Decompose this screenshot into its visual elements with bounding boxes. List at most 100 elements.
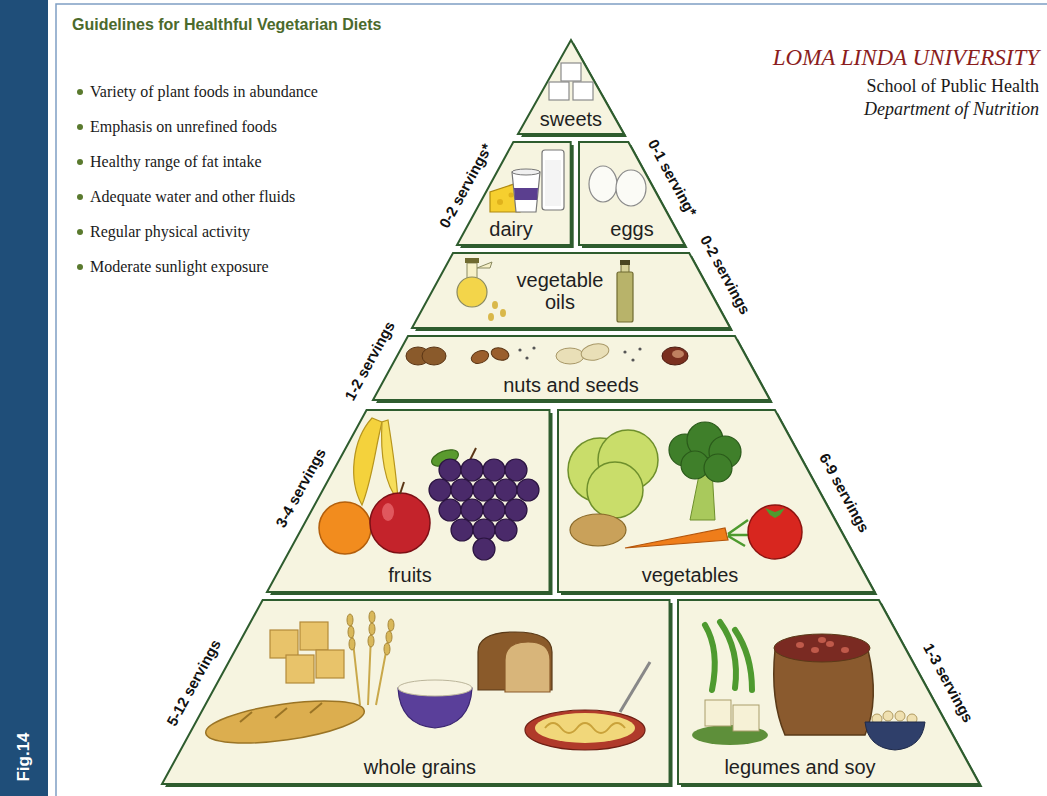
- milk-glass-part: [545, 160, 561, 206]
- text-anchor: Guidelines for Healthful Vegetarian Diet…: [72, 16, 381, 34]
- milk-glass: [542, 150, 564, 210]
- frame-part: [56, 4, 1047, 796]
- yogurt-cup-part: [512, 169, 540, 175]
- food-group-name: vegetables: [642, 564, 739, 586]
- green-beans-part: [705, 625, 715, 690]
- cell-outline: [412, 253, 730, 328]
- oil-bottle: [617, 260, 633, 322]
- chickpea-bowl-part-part: [883, 711, 893, 721]
- grapes-part: [505, 459, 527, 481]
- broccoli: [669, 422, 741, 520]
- broccoli-part-part: [704, 454, 732, 482]
- cell-outline: [267, 410, 550, 592]
- grapes-part: [451, 519, 473, 541]
- tofu-part: [705, 700, 731, 726]
- guideline-item: Adequate water and other fluids: [90, 187, 295, 206]
- bullet-dots: [77, 89, 83, 270]
- grapes-part: [473, 479, 495, 501]
- text-anchor: LOMA LINDA UNIVERSITY: [773, 44, 1039, 72]
- bean-sack-part-part: [841, 647, 849, 653]
- grapes-part: [439, 499, 461, 521]
- bullet-dots-part: [77, 194, 83, 200]
- bullet-dots-part: [77, 159, 83, 165]
- eggs: [589, 166, 646, 206]
- frame: [56, 4, 1047, 796]
- wheat-part-part: [349, 638, 355, 650]
- grapes-part: [470, 448, 476, 460]
- bean-sack-part-part: [796, 642, 804, 648]
- guideline-item: Healthy range of fat intake: [90, 152, 261, 171]
- carrot-part: [728, 520, 750, 546]
- nuts-part: [672, 350, 684, 358]
- food-group-name: nuts and seeds: [503, 374, 639, 396]
- potato-part: [570, 514, 626, 546]
- oil-cruet-part: [488, 313, 494, 321]
- department-name: Department of Nutrition: [864, 99, 1039, 121]
- grapes-part: [483, 459, 505, 481]
- guideline-item: Moderate sunlight exposure: [90, 257, 269, 276]
- carrot-part: [625, 528, 728, 548]
- food-group-name: fruits: [388, 564, 431, 586]
- oil-cruet-part: [457, 277, 487, 307]
- grapes-part: [439, 459, 461, 481]
- baguette-part: [240, 703, 322, 722]
- text-anchor: School of Public Health: [867, 76, 1039, 98]
- school-name: School of Public Health: [867, 76, 1039, 98]
- wheat: [347, 611, 394, 705]
- grapes: [429, 447, 539, 560]
- nuts-part: [469, 348, 490, 365]
- diagram-title: Guidelines for Healthful Vegetarian Diet…: [72, 16, 381, 34]
- cell-outline: [558, 410, 875, 592]
- text-anchor: Moderate sunlight exposure: [90, 257, 269, 276]
- sugar-cubes-part: [549, 82, 569, 100]
- wheat-part-part: [386, 631, 392, 643]
- bullet-dots-part: [77, 229, 83, 235]
- figure-band: [0, 0, 48, 796]
- text-anchor: Regular physical activity: [90, 222, 250, 241]
- orange-part: [319, 502, 371, 554]
- grapes-part: [505, 499, 527, 521]
- nuts-part: [580, 341, 611, 362]
- pasta-plate-part: [535, 713, 635, 743]
- bean-sack-part: [774, 634, 870, 662]
- bean-sack-part-part: [826, 641, 834, 647]
- grapes-part: [461, 499, 483, 521]
- food-group-name: vegetable oils: [505, 269, 615, 313]
- pasta-plate-part: [545, 723, 625, 733]
- institution-name: LOMA LINDA UNIVERSITY: [773, 44, 1039, 72]
- food-group: nuts and seeds1-2 servings: [373, 336, 770, 400]
- chickpea-bowl-part-part: [895, 711, 905, 721]
- cell-outline: [678, 600, 980, 784]
- broccoli-part: [669, 422, 741, 482]
- baguette-part: [203, 693, 366, 751]
- wheat-part: [347, 611, 394, 655]
- nuts-part: [631, 358, 634, 361]
- food-group: sweets: [518, 40, 624, 134]
- carrot: [625, 520, 750, 548]
- orange: [319, 502, 371, 554]
- pasta-plate-part: [525, 710, 645, 750]
- pasta-plate: [525, 662, 650, 750]
- bean-sack-part: [796, 637, 849, 653]
- wheat-part-part: [384, 643, 390, 655]
- wheat-part-part: [368, 635, 374, 647]
- crackers-part: [316, 650, 344, 678]
- nuts-part: [490, 346, 510, 362]
- food-group-name: whole grains: [364, 756, 476, 778]
- wheat-part-part: [347, 614, 353, 626]
- green-beans: [705, 622, 752, 690]
- cell-outline: [162, 600, 670, 784]
- bread-loaf-part: [505, 642, 550, 692]
- oil-cruet-part: [492, 301, 498, 309]
- oil-cruet-part: [500, 309, 506, 317]
- oil-cruet-part: [465, 258, 479, 263]
- bean-sack-part: [774, 650, 874, 735]
- figure-band-part: [0, 0, 48, 796]
- milk-glass-part: [542, 150, 564, 210]
- nuts-part: [638, 347, 641, 350]
- nuts-part: [532, 346, 535, 349]
- bullet-dots-part: [77, 264, 83, 270]
- sugar-cubes-part: [573, 82, 593, 100]
- food-group-name: sweets: [540, 108, 602, 130]
